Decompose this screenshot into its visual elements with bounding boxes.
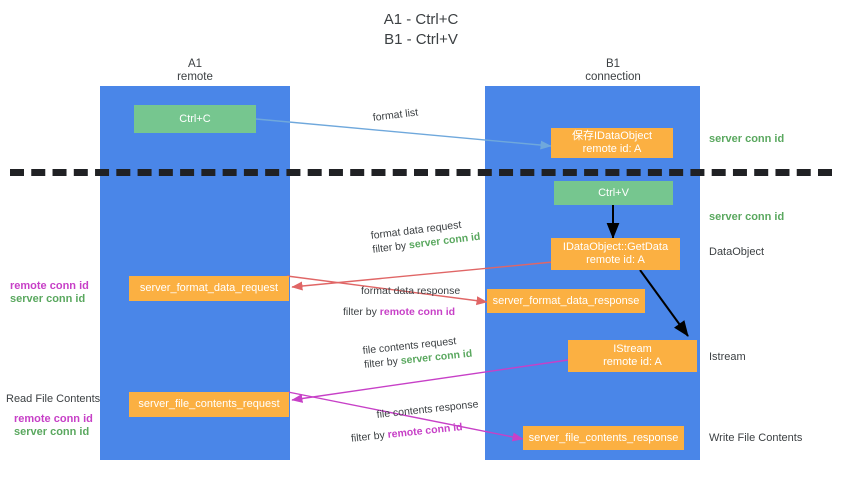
remote-conn-id-text-1: remote conn id: [379, 306, 456, 318]
left-label-server-conn-id-2: server conn id: [14, 426, 90, 438]
node-getdata-line1: IDataObject::GetData: [562, 241, 669, 253]
node-save-idataobject-line1: 保存IDataObject: [571, 130, 653, 142]
phase-divider: [10, 169, 832, 176]
node-ctrl-c-label: Ctrl+C: [179, 112, 211, 125]
node-server-format-data-request-label: server_format_data_request: [139, 282, 279, 294]
edge-format-data-response-text: format data response: [361, 285, 461, 297]
node-getdata-line2: remote id: A: [586, 254, 645, 266]
node-server-format-data-response[interactable]: server_format_data_response: [487, 289, 645, 313]
title-line-1: A1 - Ctrl+C: [383, 11, 459, 28]
title-line-2: B1 - Ctrl+V: [384, 31, 458, 48]
node-server-format-data-request[interactable]: server_format_data_request: [129, 276, 289, 301]
left-label-remote-conn-id-2: remote conn id: [14, 413, 93, 425]
left-label-server-conn-id-1: server conn id: [10, 293, 86, 305]
node-server-file-contents-request[interactable]: server_file_contents_request: [129, 392, 289, 417]
node-server-format-data-response-label: server_format_data_response: [492, 294, 640, 307]
node-ctrl-c[interactable]: Ctrl+C: [134, 105, 256, 133]
node-istream[interactable]: IStream remote id: A: [568, 340, 697, 372]
left-label-read-file-contents: Read File Contents: [6, 393, 101, 405]
lane-header-a1: A1 remote: [115, 58, 275, 84]
right-label-server-conn-id-top: server conn id: [709, 133, 785, 145]
lane-b1-name: B1: [605, 58, 621, 70]
node-server-file-contents-response[interactable]: server_file_contents_response: [523, 426, 684, 450]
right-label-istream: Istream: [709, 351, 746, 363]
left-label-remote-conn-id-1: remote conn id: [10, 280, 89, 292]
filter-by-text-4: filter by: [350, 429, 386, 445]
lane-a1-name: A1: [187, 58, 203, 70]
page-title: A1 - Ctrl+C B1 - Ctrl+V: [0, 10, 842, 50]
node-server-file-contents-response-label: server_file_contents_response: [528, 431, 679, 444]
node-ctrl-v[interactable]: Ctrl+V: [554, 181, 673, 205]
lane-b1-sub: connection: [585, 71, 641, 83]
node-save-idataobject-line2: remote id: A: [582, 143, 642, 155]
filter-by-text-3: filter by: [363, 355, 399, 371]
right-label-dataobject: DataObject: [709, 246, 765, 258]
edge-label-format-data-response: format data response filter by remote co…: [343, 284, 461, 319]
filter-by-text-2: filter by: [343, 306, 377, 318]
node-ctrl-v-label: Ctrl+V: [598, 186, 629, 199]
node-istream-line1: IStream: [613, 343, 652, 355]
lane-a1-sub: remote: [177, 71, 213, 83]
node-save-idataobject[interactable]: 保存IDataObject remote id: A: [551, 128, 673, 158]
right-label-write-file-contents: Write File Contents: [709, 432, 803, 444]
node-istream-line2: remote id: A: [603, 356, 662, 368]
node-idataobject-getdata[interactable]: IDataObject::GetData remote id: A: [551, 238, 680, 270]
node-server-file-contents-request-label: server_file_contents_request: [138, 398, 280, 410]
right-label-server-conn-id-mid: server conn id: [709, 211, 785, 223]
lane-header-b1: B1 connection: [533, 58, 693, 84]
